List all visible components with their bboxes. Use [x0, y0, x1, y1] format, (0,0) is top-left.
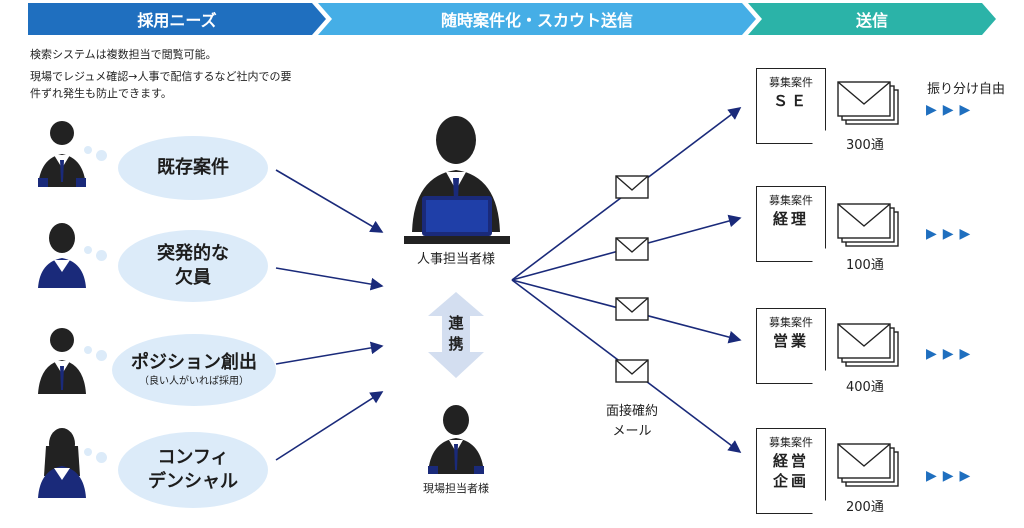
arrow-need-4 — [275, 391, 384, 461]
job-doc-planning: 募集案件 経営 企画 — [756, 428, 826, 514]
mail-icon — [615, 297, 649, 321]
job-title: 募集案件 — [769, 316, 813, 329]
thought-dot — [84, 146, 92, 154]
mail-label-2: メール — [612, 424, 652, 439]
arrow-need-2 — [275, 267, 384, 291]
triple-arrow-icon: ▶▶▶ — [926, 226, 977, 242]
person-icon-4 — [38, 428, 86, 498]
allocation-label: 振り分け自由 — [926, 82, 1005, 97]
job-name: 営業 — [772, 332, 809, 350]
need-label: ポジション創出 — [131, 352, 257, 373]
job-name: 経理 — [772, 210, 809, 228]
field-label: 現場担当者様 — [423, 482, 489, 495]
mail-stack-icon — [837, 443, 899, 487]
step-needs-label: 採用ニーズ — [137, 11, 217, 30]
thought-dot — [84, 448, 92, 456]
need-label: 欠員 — [175, 267, 211, 288]
mail-icon — [615, 237, 649, 261]
need-bubble-confidential: コンフィ デンシャル — [118, 432, 268, 508]
step-send: 送信 — [748, 3, 996, 35]
need-bubble-position: ポジション創出 （良い人がいれば採用） — [112, 334, 276, 406]
triple-arrow-icon: ▶▶▶ — [926, 102, 977, 118]
triple-arrow-icon: ▶▶▶ — [926, 468, 977, 484]
thought-dot — [96, 250, 107, 261]
job-title: 募集案件 — [769, 194, 813, 207]
mail-stack-icon — [837, 203, 899, 247]
need-label: 突発的な — [157, 243, 229, 264]
thought-dot — [96, 150, 107, 161]
mail-icon — [615, 175, 649, 199]
note-line-1: 検索システムは複数担当で閲覧可能。 — [30, 48, 217, 61]
mail-stack-icon — [837, 323, 899, 367]
need-label: コンフィ — [157, 447, 229, 468]
thought-dot — [96, 452, 107, 463]
step-send-label: 送信 — [855, 11, 888, 30]
job-doc-accounting: 募集案件 経理 — [756, 186, 826, 262]
note-line-2: 現場でレジュメ確認→人事で配信するなど社内での要 — [30, 70, 292, 83]
thought-dot — [84, 246, 92, 254]
need-label: 既存案件 — [157, 157, 229, 178]
person-icon-3 — [38, 328, 86, 394]
need-bubble-vacancy: 突発的な 欠員 — [118, 230, 268, 302]
job-count: 400通 — [846, 380, 884, 395]
step-scout: 随時案件化・スカウト送信 — [318, 3, 756, 35]
mail-stack-icon — [837, 81, 899, 125]
note-line-3: 件ずれ発生も防止できます。 — [30, 87, 172, 100]
triple-arrow-icon: ▶▶▶ — [926, 346, 977, 362]
job-name: 企画 — [772, 472, 809, 490]
step-needs: 採用ニーズ — [28, 3, 326, 35]
mail-label-1: 面接確約 — [605, 404, 658, 419]
person-icon-2 — [38, 223, 86, 288]
job-doc-se: 募集案件 ＳＥ — [756, 68, 826, 144]
job-count: 300通 — [846, 138, 884, 153]
job-title: 募集案件 — [769, 436, 813, 449]
person-icon-1 — [38, 121, 86, 187]
job-doc-sales: 募集案件 営業 — [756, 308, 826, 384]
need-sublabel: （良い人がいれば採用） — [139, 376, 249, 387]
job-count: 100通 — [846, 258, 884, 273]
mail-icon — [615, 359, 649, 383]
need-bubble-existing: 既存案件 — [118, 136, 268, 200]
thought-dot — [96, 350, 107, 361]
hr-label: 人事担当者様 — [416, 252, 495, 267]
job-name: ＳＥ — [772, 92, 809, 110]
step-scout-label: 随時案件化・スカウト送信 — [440, 11, 633, 30]
link-label-1: 連 — [448, 314, 464, 332]
arrow-need-1 — [275, 169, 384, 233]
need-label: デンシャル — [148, 471, 238, 492]
link-double-arrow — [428, 292, 484, 378]
job-title: 募集案件 — [769, 76, 813, 89]
job-name: 経営 — [772, 452, 809, 470]
job-count: 200通 — [846, 500, 884, 515]
thought-dot — [84, 346, 92, 354]
link-label-2: 携 — [448, 335, 464, 353]
arrow-need-3 — [275, 341, 384, 365]
